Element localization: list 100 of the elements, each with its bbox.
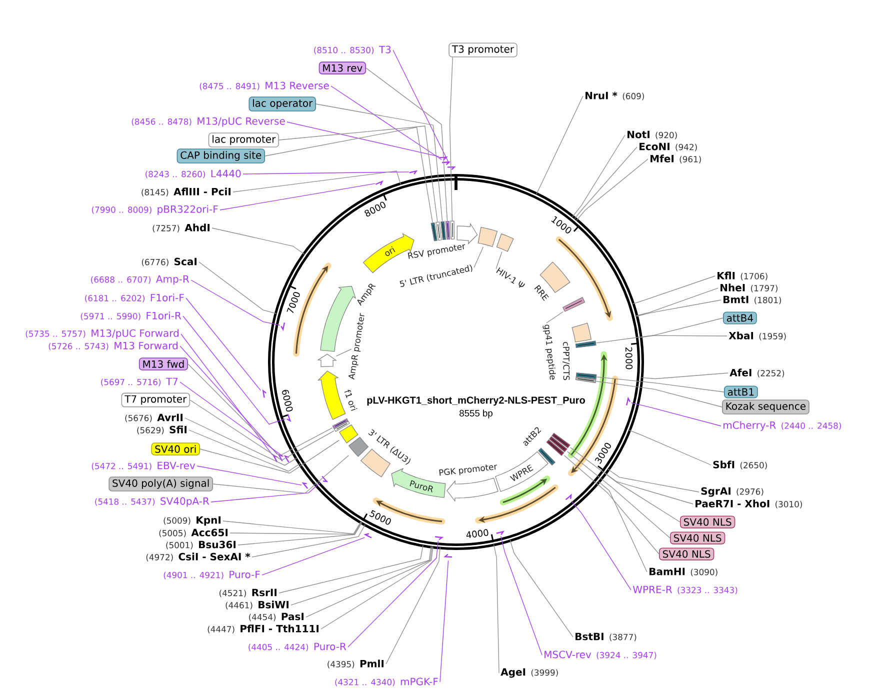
feature-box — [339, 424, 358, 444]
primer-mark — [442, 161, 451, 166]
enzyme-label: (4447) PflFI - Tth111I — [208, 624, 318, 634]
leader-line — [232, 170, 402, 192]
tick-label: 8000 — [364, 202, 386, 216]
feature-tag: T7 promoter — [121, 392, 190, 408]
leader-line — [628, 430, 712, 466]
enzyme-label: (4395) PmlI — [328, 660, 384, 668]
leader-line — [596, 318, 724, 344]
primer-mark — [364, 533, 372, 538]
enzyme-label: (4521) RsrII — [220, 588, 276, 598]
enzyme-label: PaeR7I - XhoI (3010) — [696, 500, 802, 508]
primer-mark — [272, 454, 278, 462]
leader-line — [278, 544, 424, 594]
feature-tag: SV40 ori — [151, 442, 200, 456]
primer-mark — [375, 180, 384, 186]
leader-line — [392, 50, 450, 164]
leader-line — [496, 251, 502, 270]
primer-mark — [284, 455, 290, 463]
enzyme-label: (5629) SfiI — [137, 426, 186, 434]
leader-line — [188, 364, 333, 456]
primer-label: (5472 .. 5491) EBV-rev — [92, 462, 196, 470]
leader-line — [306, 546, 432, 618]
feature-tag: M13 rev — [318, 62, 366, 74]
enzyme-label: (5005) Acc65I — [159, 528, 228, 538]
feature-tag: lac operator — [248, 96, 316, 112]
feature-tag: SV40 NLS — [659, 548, 714, 560]
primer-label: (5735 .. 5757) M13/pUC Forward — [26, 329, 178, 339]
primer-label: (6688 .. 6707) Amp-R — [91, 275, 190, 285]
leader-line — [190, 280, 280, 326]
leader-line — [182, 316, 286, 425]
enzyme-label: NruI * (609) — [586, 92, 644, 100]
enzyme-label: NotI (920) — [628, 130, 677, 140]
feature-box — [478, 226, 498, 247]
leader-line — [242, 172, 410, 174]
enzyme-label: EcoNI (942) — [640, 142, 697, 152]
primer-mark — [434, 536, 444, 540]
leader-line — [596, 376, 724, 392]
feature-tag: attB4 — [723, 312, 757, 324]
leader-line — [576, 158, 648, 221]
leader-line — [238, 522, 362, 546]
tick-label: 6000 — [282, 390, 293, 412]
primer-mark — [280, 322, 286, 332]
enzyme-label: (5009) KpnI — [164, 516, 220, 526]
leader-line — [316, 104, 443, 222]
feature-label: gp41 peptide — [542, 324, 556, 380]
feature-box — [348, 436, 369, 457]
primer-mark — [409, 170, 418, 174]
leader-line — [184, 418, 298, 466]
leader-line — [212, 455, 349, 494]
leader-line — [510, 540, 574, 638]
leader-line — [336, 348, 352, 356]
primer-label: (8475 .. 8491) M13 Reverse — [200, 82, 329, 90]
leader-line — [536, 96, 584, 195]
enzyme-label: (4972) CsiI - SexAI * — [146, 552, 250, 562]
feature-bar — [548, 436, 568, 452]
leader-line — [220, 183, 376, 210]
primer-label: (5697 .. 5716) T7 — [101, 378, 178, 386]
leader-line — [200, 440, 340, 474]
leader-line — [608, 468, 700, 492]
tick-label: 7000 — [286, 292, 300, 314]
enzyme-label: (4461) BsiWI — [226, 600, 288, 610]
enzyme-label: (5676) AvrII — [125, 414, 182, 422]
leader-line — [196, 466, 302, 486]
enzyme-label: NheI (1797) — [720, 284, 778, 292]
leader-line — [640, 335, 728, 338]
primer-label: (8510 .. 8530) T3 — [314, 46, 391, 54]
primer-label: (5418 .. 5437) SV40pA-R — [95, 497, 210, 507]
primer-label: MSCV-rev (3924 .. 3947) — [544, 650, 656, 660]
leader-line — [440, 560, 449, 682]
primer-mark — [496, 530, 505, 536]
enzyme-label: AfeI (2252) — [730, 368, 784, 378]
primer-label: (4901 .. 4921) Puro-F — [164, 570, 260, 580]
enzyme-label: KflI (1706) — [718, 272, 768, 280]
enzyme-label: (7257) AhdI — [152, 224, 210, 232]
enzyme-label: SgrAI (2976) — [701, 487, 764, 497]
leader-line — [546, 311, 564, 324]
enzyme-label: MfeI (961) — [650, 154, 701, 164]
feature-tag: attB1 — [724, 386, 758, 398]
leader-line — [564, 455, 660, 554]
primer-mark — [443, 554, 452, 558]
leader-line — [262, 537, 365, 576]
enzyme-label: SbfI (2650) — [713, 460, 767, 470]
enzyme-label: (5001) Bsu36I — [166, 540, 236, 550]
leader-line — [386, 547, 440, 664]
feature-tag: Kozak sequence — [722, 400, 810, 414]
feature-tag: SV40 NLS — [680, 516, 736, 528]
feature-tag: T3 promoter — [448, 42, 518, 58]
leader-line — [574, 146, 638, 220]
primer-label: (5971 .. 5990) F1ori-R — [80, 312, 182, 320]
leader-line — [186, 298, 261, 391]
leader-line — [632, 276, 716, 304]
feature-tag: SV40 NLS — [670, 532, 726, 544]
feature-tag: SV40 poly(A) signal — [108, 476, 213, 492]
leader-line — [449, 56, 453, 222]
leader-line — [212, 228, 305, 255]
primer-mark — [286, 414, 292, 422]
leader-line — [180, 346, 278, 455]
leader-line — [630, 402, 722, 426]
feature-tag: lac promoter — [208, 132, 279, 148]
